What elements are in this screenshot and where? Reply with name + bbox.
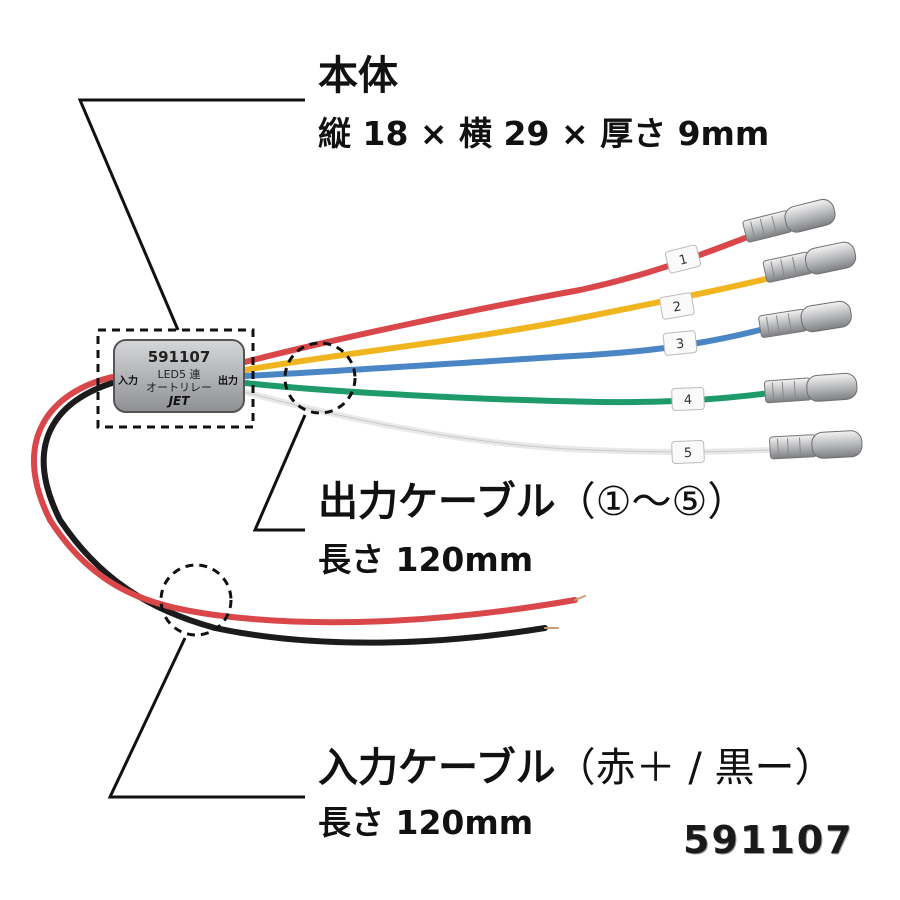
wire-tag-1-text: 1: [678, 252, 690, 269]
output-highlight-circle: [283, 341, 357, 415]
device-line1: LED5 連: [157, 367, 200, 381]
wire-tag-5: 5: [671, 440, 705, 464]
body-highlight-box: [96, 328, 255, 429]
device-brand: JET: [167, 394, 191, 408]
input-cable: [30, 374, 586, 646]
output-cable-range: （①～⑤）: [555, 479, 748, 525]
wire-tag-4-text: 4: [684, 393, 693, 408]
output-cable-label: 出力ケーブル: [318, 479, 556, 525]
model-number: 591107: [683, 818, 854, 862]
output-cable-title: 出力ケーブル（①～⑤）: [318, 482, 747, 522]
input-cable-title: 入力ケーブル（赤＋ / 黒ー）: [318, 748, 835, 788]
terminals: [741, 196, 864, 462]
wire-green: [242, 380, 773, 406]
wire-tag-4: 4: [671, 387, 705, 411]
leader-body: [77, 98, 305, 331]
input-highlight-circle: [159, 563, 233, 637]
leader-lines: [77, 98, 307, 799]
body-title: 本体: [318, 53, 398, 99]
wire-tag-1: 1: [664, 244, 702, 274]
terminal-5: [768, 429, 864, 462]
wire-tags: 1 2 3 4 5: [659, 244, 705, 464]
device-left-label: 入力: [118, 374, 138, 387]
wire-blue: [242, 327, 763, 379]
wire-yellow: [242, 275, 773, 373]
device-line2: オートリレー: [146, 381, 212, 394]
terminal-4: [763, 372, 859, 406]
dashed-highlights: [96, 328, 357, 637]
input-wire-red: [30, 374, 578, 626]
input-cable-colors: （赤＋ / 黒ー）: [555, 745, 835, 791]
relay-body: 591107 LED5 連 オートリレー 入力 出力 JET: [113, 339, 245, 413]
wire-tag-2-text: 2: [672, 299, 683, 315]
wire-tag-3-text: 3: [675, 337, 685, 353]
input-cable-length: 長さ 120mm: [318, 803, 534, 842]
leader-output: [252, 414, 307, 532]
device-model: 591107: [148, 348, 211, 366]
output-cable-length: 長さ 120mm: [318, 540, 534, 579]
device-right-label: 出力: [218, 374, 238, 387]
wire-tag-2: 2: [659, 292, 695, 320]
wire-tag-5-text: 5: [684, 446, 693, 461]
leader-input: [107, 637, 305, 799]
input-cable-label: 入力ケーブル: [318, 745, 556, 791]
terminal-1: [741, 196, 838, 246]
body-dimensions: 縦 18 × 横 29 × 厚さ 9mm: [318, 114, 770, 153]
terminal-3: [757, 299, 854, 341]
output-cables: [242, 235, 773, 455]
terminal-2: [761, 239, 859, 286]
wire-tag-3: 3: [662, 330, 698, 356]
